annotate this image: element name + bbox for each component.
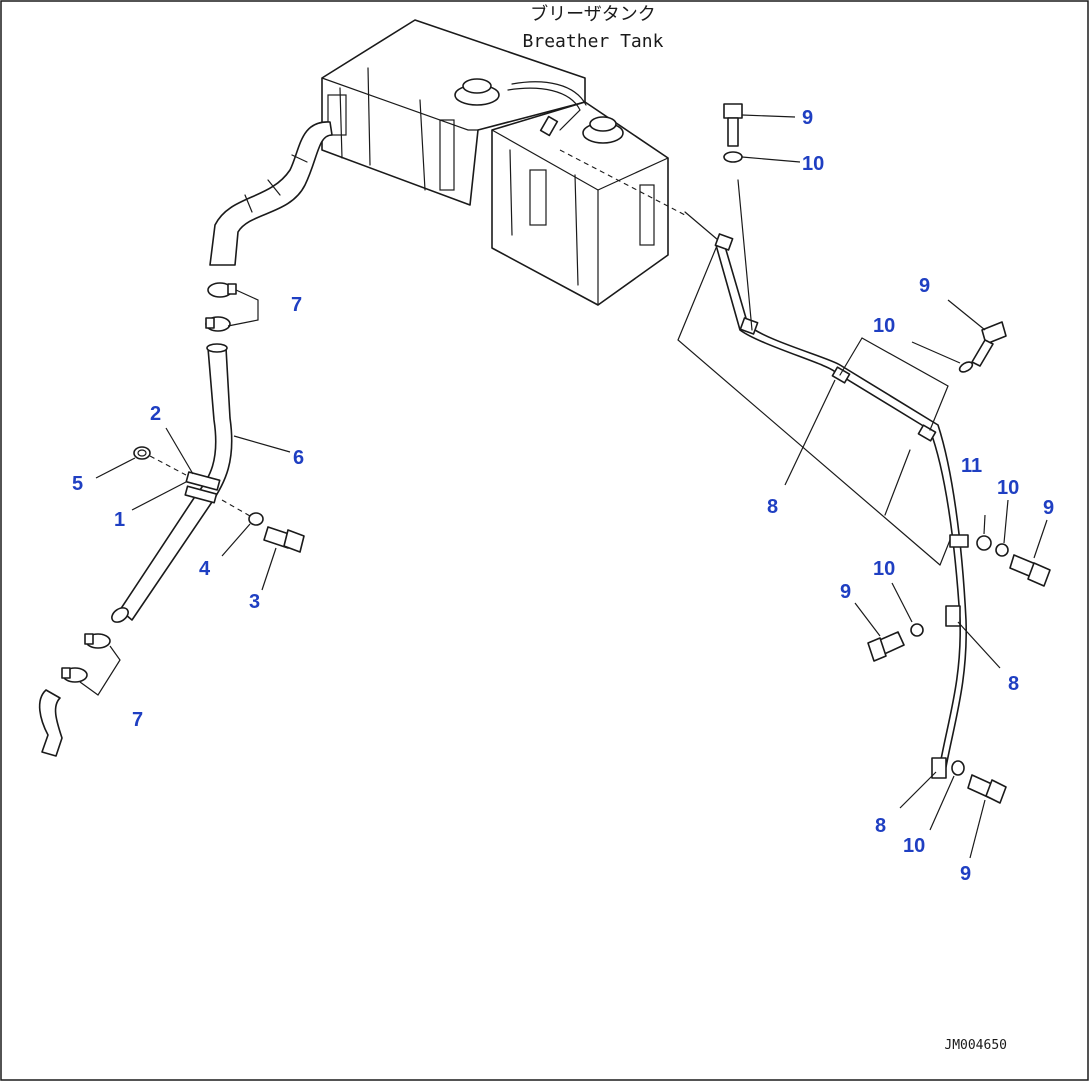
callout-8-lower: 8 xyxy=(875,815,886,837)
upper-left-hose xyxy=(209,121,333,266)
washer-10-mid xyxy=(995,543,1009,557)
hose-clamp-upper xyxy=(205,282,237,332)
right-breather-line xyxy=(714,233,969,779)
callout-1: 1 xyxy=(114,509,125,531)
lower-left-hose xyxy=(38,689,63,757)
title-japanese: ブリーザタンク xyxy=(530,3,656,25)
washer-4 xyxy=(248,512,264,526)
callout-11: 11 xyxy=(961,455,982,477)
callout-10-mid-left: 10 xyxy=(873,558,895,580)
tube-clip xyxy=(184,471,221,504)
bolt-9-top xyxy=(723,103,743,147)
callout-7-upper: 7 xyxy=(291,294,302,316)
bolt-9-mid-right xyxy=(1009,554,1051,587)
washer-10-lower xyxy=(951,760,965,776)
callout-9-lower: 9 xyxy=(960,863,971,885)
callout-9-mid-left: 9 xyxy=(840,581,851,603)
callout-10-lower: 10 xyxy=(903,835,925,857)
tank-left-box xyxy=(321,19,586,206)
drawing-code: JM004650 xyxy=(944,1038,1007,1053)
bolt-9-lower xyxy=(967,774,1007,804)
callout-10-top: 10 xyxy=(802,153,824,175)
callout-10-mid-right: 10 xyxy=(997,477,1019,499)
washer-10-mid-left xyxy=(910,623,924,637)
callout-10-upper-right: 10 xyxy=(873,315,895,337)
callout-7-lower: 7 xyxy=(132,709,143,731)
callout-9-mid-right: 9 xyxy=(1043,497,1054,519)
bolt-9-mid-left xyxy=(867,631,905,662)
callout-4: 4 xyxy=(199,558,211,580)
callouts: 2 5 1 6 4 3 7 7 9 10 9 10 8 11 10 9 10 9… xyxy=(72,107,1054,885)
callout-2: 2 xyxy=(150,403,161,425)
tank-right-box xyxy=(491,101,669,306)
callout-9-top: 9 xyxy=(802,107,813,129)
breather-tank-assembly xyxy=(321,19,719,306)
spacer-11 xyxy=(976,535,992,551)
hose-clamp-lower xyxy=(61,633,111,683)
washer-10-upper-right xyxy=(958,361,974,373)
title-english: Breather Tank xyxy=(523,31,664,52)
callout-8-mid: 8 xyxy=(1008,673,1019,695)
callout-9-upper-right: 9 xyxy=(919,275,930,297)
leader-lines xyxy=(95,114,1048,859)
callout-6: 6 xyxy=(293,447,304,469)
callout-8-upper: 8 xyxy=(767,496,778,518)
bolt-3 xyxy=(263,526,305,553)
callout-5: 5 xyxy=(72,473,83,495)
washer-10-top xyxy=(723,151,743,163)
spacer-5 xyxy=(133,446,151,460)
bolt-9-upper-right xyxy=(971,321,1007,367)
callout-3: 3 xyxy=(249,591,260,613)
